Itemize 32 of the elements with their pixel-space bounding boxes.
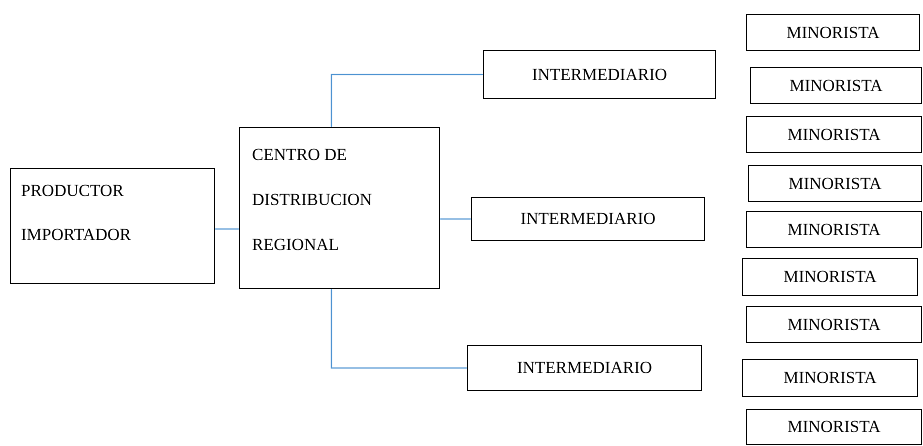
process-box	[10, 168, 215, 284]
process-box	[746, 14, 920, 51]
node-label: INTERMEDIARIO	[516, 358, 652, 378]
node-label: MINORISTA	[783, 368, 877, 388]
node-label: INTERMEDIARIO	[520, 209, 656, 229]
connector-line	[215, 228, 239, 230]
node-label: MINORISTA	[787, 124, 881, 144]
connector-line	[440, 218, 471, 220]
process-box	[239, 127, 440, 289]
process-box	[748, 165, 922, 202]
process-box	[746, 409, 922, 445]
node-label: MINORISTA	[786, 22, 880, 42]
connector-line	[330, 289, 467, 369]
process-box	[746, 211, 922, 248]
process-box	[746, 116, 922, 153]
process-box	[742, 258, 918, 296]
node-label: MINORISTA	[787, 220, 881, 240]
connector-line	[330, 74, 483, 127]
node-label: PRODUCTOR IMPORTADOR	[20, 180, 132, 246]
node-label: MINORISTA	[787, 314, 881, 334]
node-label: MINORISTA	[787, 417, 881, 437]
process-box	[471, 197, 705, 241]
process-box	[742, 359, 918, 397]
node-label: INTERMEDIARIO	[532, 64, 668, 84]
node-label: MINORISTA	[783, 267, 877, 287]
process-box	[467, 345, 702, 391]
process-box	[746, 306, 922, 343]
node-label: MINORISTA	[789, 76, 883, 96]
node-label: CENTRO DE DISTRIBUCION REGIONAL	[251, 144, 373, 256]
node-label: MINORISTA	[788, 174, 882, 194]
process-box	[483, 50, 716, 99]
process-box	[750, 67, 922, 104]
